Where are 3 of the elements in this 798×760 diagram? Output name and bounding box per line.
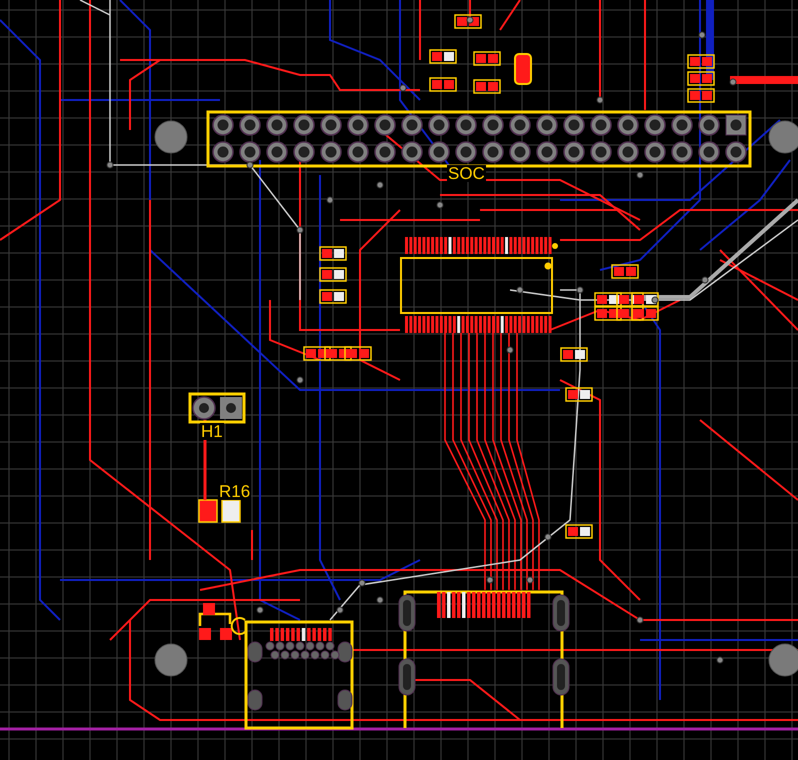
component-designator: SOC (447, 165, 486, 182)
component-designator: H1 (200, 423, 224, 440)
component-designator: R16 (218, 483, 252, 500)
